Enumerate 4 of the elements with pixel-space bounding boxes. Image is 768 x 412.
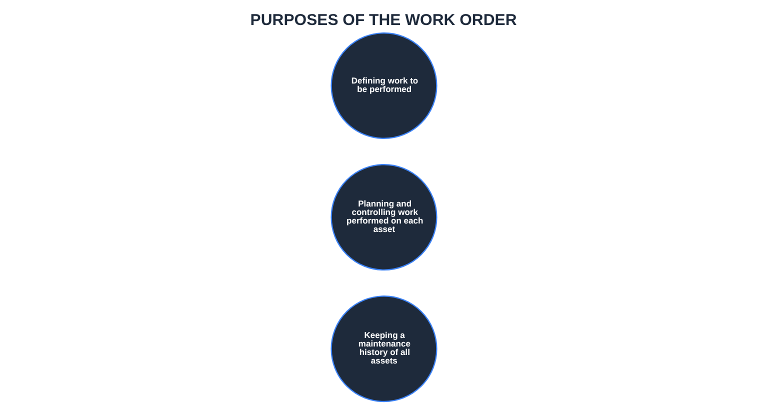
node-circle: Planning and controlling work performed on each asset: [330, 164, 438, 271]
node-circle: Defining work to be performed: [330, 32, 438, 139]
diagram-title: PURPOSES OF THE WORK ORDER: [250, 12, 517, 29]
node-circle: Keeping a maintenance history of all assets: [330, 296, 438, 402]
